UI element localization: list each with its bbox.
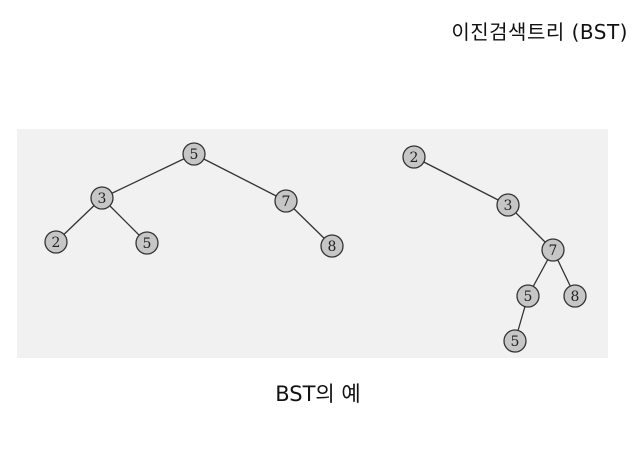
tree-edge — [101, 153, 195, 199]
tree-node — [402, 145, 426, 169]
node-label: 7 — [549, 243, 558, 259]
node-label: 5 — [511, 334, 520, 350]
node-label: 2 — [52, 235, 61, 251]
tree-node — [541, 238, 565, 262]
tree-node — [516, 284, 540, 308]
node-label: 3 — [504, 198, 513, 214]
node-label: 5 — [190, 147, 199, 163]
figure-caption: BST의 예 — [275, 382, 361, 406]
tree-edge — [413, 156, 509, 206]
tree-node — [135, 231, 159, 255]
tree-node — [274, 189, 298, 213]
tree-node — [44, 230, 68, 254]
balanced-bst: 5 3 7 2 5 8 — [44, 142, 344, 258]
tree-edge — [193, 153, 287, 202]
page-title: 이진검색트리 (BST) — [451, 20, 628, 44]
node-label: 5 — [143, 236, 152, 252]
node-label: 8 — [571, 289, 580, 305]
tree-node — [320, 234, 344, 258]
node-label: 3 — [98, 191, 107, 207]
skewed-bst: 2 3 7 5 8 5 — [402, 145, 587, 353]
tree-node — [90, 186, 114, 210]
node-label: 8 — [328, 239, 337, 255]
tree-node — [503, 329, 527, 353]
node-label: 2 — [410, 150, 419, 166]
node-label: 7 — [282, 194, 291, 210]
tree-node — [496, 193, 520, 217]
node-label: 5 — [524, 289, 533, 305]
diagram-panel — [17, 129, 608, 358]
tree-node — [563, 284, 587, 308]
tree-node — [182, 142, 206, 166]
